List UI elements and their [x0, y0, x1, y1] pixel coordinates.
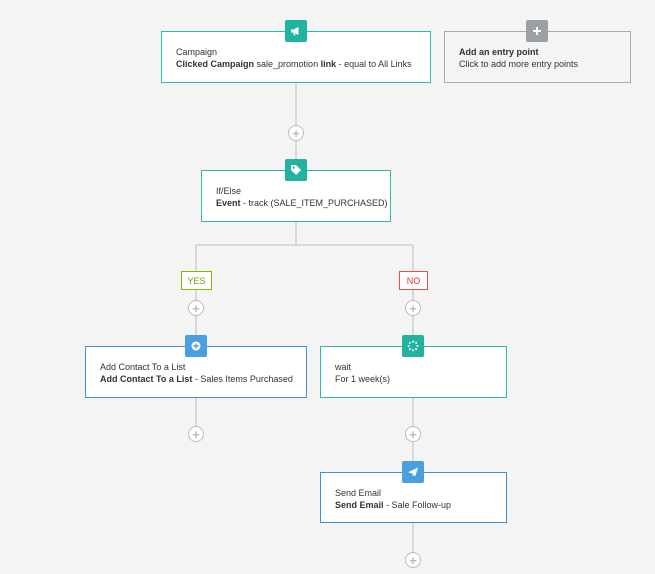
plus-icon[interactable]	[526, 20, 548, 42]
add-step-button-after-email[interactable]: +	[405, 552, 421, 568]
add-step-button-after-contact[interactable]: +	[188, 426, 204, 442]
if-else-detail: Event - track (SALE_ITEM_PURCHASED)	[216, 198, 388, 208]
send-email-detail: Send Email - Sale Follow-up	[335, 500, 452, 510]
yes-branch-label: YES	[181, 271, 212, 290]
add-step-button-yes[interactable]: +	[188, 300, 204, 316]
send-email-title: Send Email	[335, 488, 382, 498]
add-contact-detail: Add Contact To a List - Sales Items Purc…	[100, 374, 293, 384]
add-step-button[interactable]: +	[288, 125, 304, 141]
if-else-title: If/Else	[216, 186, 242, 196]
tag-icon	[285, 159, 307, 181]
add-contact-title: Add Contact To a List	[100, 362, 186, 372]
add-step-button-after-wait[interactable]: +	[405, 426, 421, 442]
add-contact-node[interactable]: Add Contact To a List Add Contact To a L…	[85, 346, 307, 398]
wait-detail: For 1 week(s)	[335, 374, 391, 384]
megaphone-icon	[285, 20, 307, 42]
campaign-node-detail: Clicked Campaign sale_promotion link - e…	[176, 59, 412, 69]
add-step-button-no[interactable]: +	[405, 300, 421, 316]
add-circle-icon	[185, 335, 207, 357]
add-entry-point-node[interactable]: Add an entry point Click to add more ent…	[444, 31, 631, 83]
campaign-node-title: Campaign	[176, 47, 218, 57]
wait-title: wait	[335, 362, 352, 372]
no-branch-label: NO	[399, 271, 428, 290]
add-entry-title: Add an entry point	[459, 47, 539, 57]
paper-plane-icon	[402, 461, 424, 483]
spinner-icon	[402, 335, 424, 357]
add-entry-subtitle: Click to add more entry points	[459, 59, 579, 69]
